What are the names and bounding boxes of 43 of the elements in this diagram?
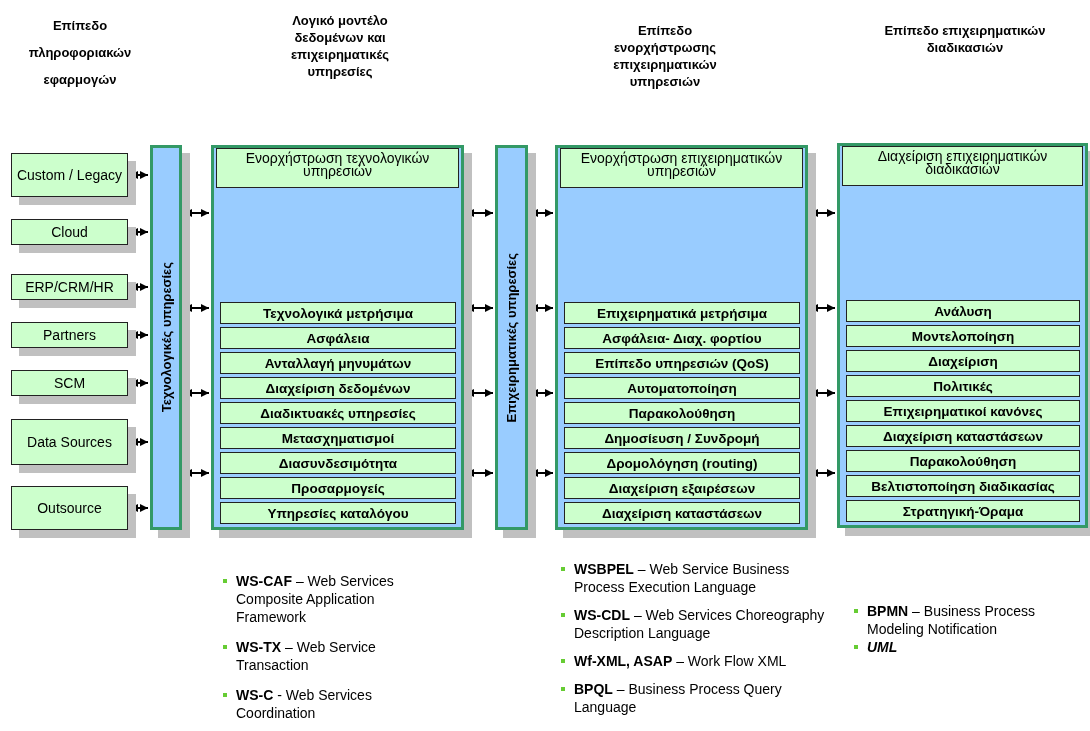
layer-heading: Επίπεδο πληροφοριακών εφαρμογών [27, 17, 133, 89]
standard-list-item: BPMN – Business Process Modeling Notification [867, 602, 1037, 638]
standard-list-item: WSBPEL – Web Service Business Process Execution Language [574, 560, 791, 596]
service-box: Διασυνδεσιμότητα [220, 452, 456, 474]
panel-heading-box: Ενορχήστρωση επιχειρηματικών υπηρεσιών [560, 148, 803, 188]
layer-heading: Επίπεδο ενορχήστρωσης επιχειρηματικών υπηρεσιών [612, 22, 718, 90]
service-box: Μετασχηματισμοί [220, 427, 456, 449]
service-box: Επιχειρηματικοί κανόνες [846, 400, 1080, 422]
layer-heading: Επίπεδο επιχειρηματικών διαδικασιών [883, 22, 1047, 56]
service-box: Διαδικτυακές υπηρεσίες [220, 402, 456, 424]
service-box: Ασφάλεια [220, 327, 456, 349]
panel-heading-box: Διαχείριση επιχειρηματικών διαδικασιών [842, 146, 1083, 186]
service-box: Ανταλλαγή μηνυμάτων [220, 352, 456, 374]
service-box: Στρατηγική-Όραμα [846, 500, 1080, 522]
service-box: Δρομολόγηση (routing) [564, 452, 800, 474]
service-box: Διαχείριση καταστάσεων [564, 502, 800, 524]
service-box: Δημοσίευση / Συνδρομή [564, 427, 800, 449]
service-box: Τεχνολογικά μετρήσιμα [220, 302, 456, 324]
service-box: Επίπεδο υπηρεσιών (QoS) [564, 352, 800, 374]
layer-heading: Λογικό μοντέλο δεδομένων και επιχειρηματικές υπηρεσίες [289, 12, 391, 80]
service-box: Διαχείριση εξαιρέσεων [564, 477, 800, 499]
service-box: Διαχείριση δεδομένων [220, 377, 456, 399]
service-box: Επιχειρηματικά μετρήσιμα [564, 302, 800, 324]
service-box: Διαχείριση καταστάσεων [846, 425, 1080, 447]
service-box: Ανάλυση [846, 300, 1080, 322]
standard-list-item: WS-CAF – Web Services Composite Application Framework [236, 572, 395, 626]
service-box: Υπηρεσίες καταλόγου [220, 502, 456, 524]
standard-list-item: Wf-XML, ASAP – Work Flow XML [574, 652, 788, 670]
service-box: Μοντελοποίηση [846, 325, 1080, 347]
service-box: Προσαρμογείς [220, 477, 456, 499]
service-box: Βελτιστοποίηση διαδικασίας [846, 475, 1080, 497]
standard-list-item: WS-C - Web Services Coordination [236, 686, 373, 722]
service-box: Παρακολούθηση [564, 402, 800, 424]
standard-list-item: UML [867, 638, 899, 656]
standard-list-item: WS-TX – Web Service Transaction [236, 638, 377, 674]
service-box: Ασφάλεια- Διαχ. φορτίου [564, 327, 800, 349]
standard-list-item: WS-CDL – Web Services Choreography Description Language [574, 606, 826, 642]
service-box: Αυτοματοποίηση [564, 377, 800, 399]
service-box: Παρακολούθηση [846, 450, 1080, 472]
standard-list-item: BPQL – Business Process Query Language [574, 680, 783, 716]
service-box: Διαχείριση [846, 350, 1080, 372]
panel-heading-box: Ενορχήστρωση τεχνολογικών υπηρεσιών [216, 148, 459, 188]
service-box: Πολιτικές [846, 375, 1080, 397]
